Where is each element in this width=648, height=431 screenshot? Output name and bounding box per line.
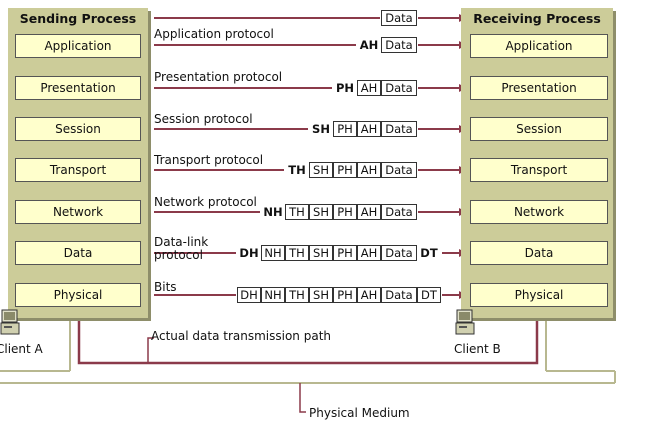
header-cell-th: TH [285, 204, 309, 220]
header-cell-sh: SH [309, 245, 333, 261]
computer-icon [455, 308, 477, 336]
header-cell-data: Data [381, 121, 417, 137]
receiving-layer-data: Data [470, 241, 608, 265]
sending-layer-network: Network [15, 200, 141, 224]
sending-title: Sending Process [19, 11, 137, 26]
header-cell-th: TH [285, 162, 309, 178]
header-cell-data: Data [381, 287, 417, 303]
header-cell-sh: SH [309, 204, 333, 220]
header-cell-data: Data [381, 80, 417, 96]
header-cell-ah: AH [357, 245, 381, 261]
sending-layer-data: Data [15, 241, 141, 265]
sending-layer-transport: Transport [15, 158, 141, 182]
protocol-label: Network protocol [154, 195, 257, 209]
header-cell-dt: DT [417, 245, 441, 261]
header-cell-ah: AH [357, 121, 381, 137]
header-cell-ah: AH [357, 37, 381, 53]
header-cell-ph: PH [333, 80, 357, 96]
header-cell-dh: DH [237, 287, 261, 303]
protocol-label: Session protocol [154, 112, 253, 126]
header-cell-data: Data [381, 37, 417, 53]
header-cell-th: TH [285, 245, 309, 261]
physical-medium-bracket [299, 383, 306, 413]
header-cell-dt: DT [417, 287, 441, 303]
header-cell-ph: PH [333, 245, 357, 261]
header-cell-data: Data [381, 204, 417, 220]
header-cell-data: Data [381, 162, 417, 178]
header-cell-sh: SH [309, 287, 333, 303]
physical-medium-lines [0, 318, 616, 384]
receiving-layer-transport: Transport [470, 158, 608, 182]
client-a-label: Client A [0, 342, 43, 356]
sending-layer-session: Session [15, 117, 141, 141]
header-cell-ah: AH [357, 162, 381, 178]
header-cell-ph: PH [333, 204, 357, 220]
protocol-label: Application protocol [154, 27, 274, 41]
header-cell-th: TH [285, 287, 309, 303]
sending-layer-application: Application [15, 34, 141, 58]
header-cell-ph: PH [333, 162, 357, 178]
header-cell-nh: NH [261, 204, 285, 220]
receiving-layer-session: Session [470, 117, 608, 141]
header-cell-ah: AH [357, 204, 381, 220]
client-b-label: Client B [454, 342, 501, 356]
sending-layer-presentation: Presentation [15, 76, 141, 100]
header-cell-dh: DH [237, 245, 261, 261]
transmission-path-label: Actual data transmission path [151, 329, 332, 343]
header-cell-ah: AH [357, 80, 381, 96]
receiving-layer-presentation: Presentation [470, 76, 608, 100]
sending-layer-physical: Physical [15, 283, 141, 307]
receiving-layer-network: Network [470, 200, 608, 224]
header-cell-data: Data [381, 10, 417, 26]
protocol-label: Transport protocol [154, 153, 264, 167]
header-cell-ph: PH [333, 121, 357, 137]
protocol-label: Presentation protocol [154, 70, 283, 84]
physical-medium-label: Physical Medium [309, 406, 410, 420]
computer-icon [0, 308, 22, 336]
receiving-layer-application: Application [470, 34, 608, 58]
header-cell-sh: SH [309, 121, 333, 137]
protocol-label: Bits [154, 280, 177, 294]
header-cell-data: Data [381, 245, 417, 261]
receiving-layer-physical: Physical [470, 283, 608, 307]
header-cell-sh: SH [309, 162, 333, 178]
header-cell-nh: NH [261, 287, 285, 303]
protocol-label: Data-link protocol [154, 235, 209, 262]
header-cell-ph: PH [333, 287, 357, 303]
header-cell-nh: NH [261, 245, 285, 261]
transmission-path-bracket [147, 337, 154, 362]
receiving-title: Receiving Process [473, 11, 601, 26]
header-cell-ah: AH [357, 287, 381, 303]
